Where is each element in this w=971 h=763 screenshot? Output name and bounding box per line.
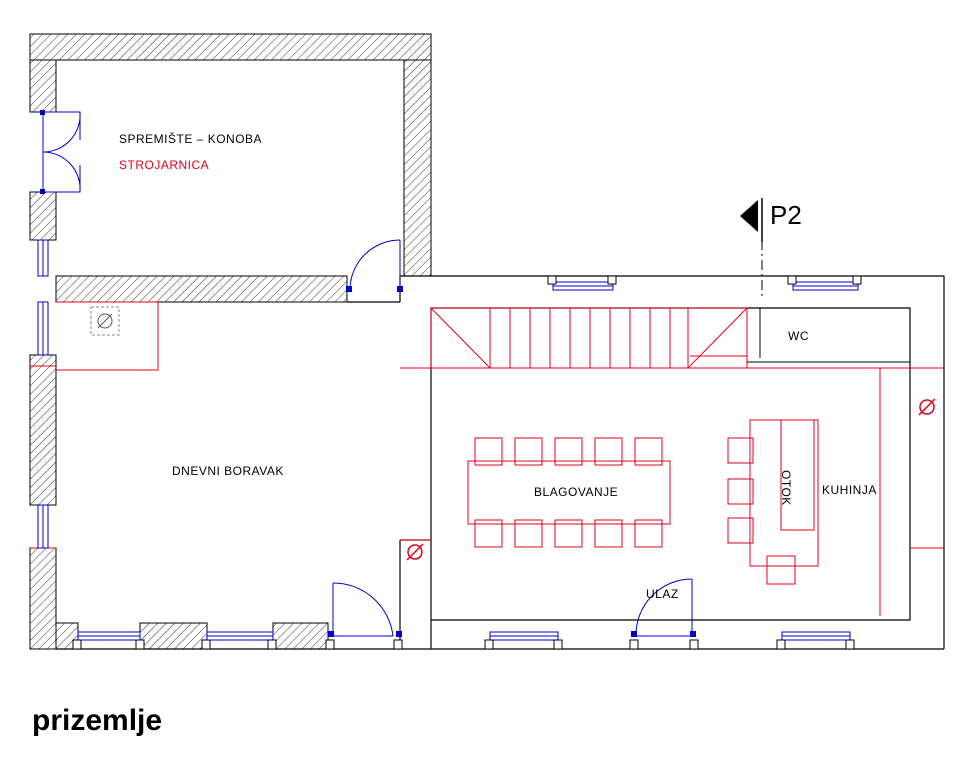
kitchen-island: [727, 419, 819, 585]
masonry-walls: [29, 33, 432, 650]
room-label-wc: WC: [788, 329, 809, 343]
section-marker: P2: [740, 198, 802, 300]
room-label-island: OTOK: [779, 470, 793, 506]
room-label-machine-room: STROJARNICA: [119, 158, 209, 172]
section-marker-label: P2: [770, 200, 802, 230]
installation-lines: [30, 301, 944, 616]
windows: [37, 239, 859, 641]
window-sills: [72, 275, 862, 650]
wc-room: [747, 308, 910, 363]
room-label-dining: BLAGOVANJE: [534, 485, 618, 499]
flue-symbol-dining: [406, 543, 424, 561]
staircase: [430, 307, 748, 369]
flue-symbol-kitchen: [918, 398, 936, 416]
room-label-living-room: DNEVNI BORAVAK: [172, 464, 284, 478]
floor-plan-title: prizemlje: [32, 704, 163, 737]
flue-symbol-living: [90, 306, 120, 336]
floor-plan: P2 SPREMIŠTE – KONOBA STROJARNICA DNEVNI…: [29, 33, 945, 650]
dining-table: [467, 437, 671, 548]
room-label-kitchen: KUHINJA: [822, 483, 877, 497]
room-label-entrance: ULAZ: [646, 587, 679, 601]
room-label-storage: SPREMIŠTE – KONOBA: [119, 131, 262, 146]
door-jambs: [40, 110, 696, 637]
door-sills: [325, 639, 699, 650]
doors: [42, 111, 693, 637]
plain-walls: [56, 275, 945, 650]
